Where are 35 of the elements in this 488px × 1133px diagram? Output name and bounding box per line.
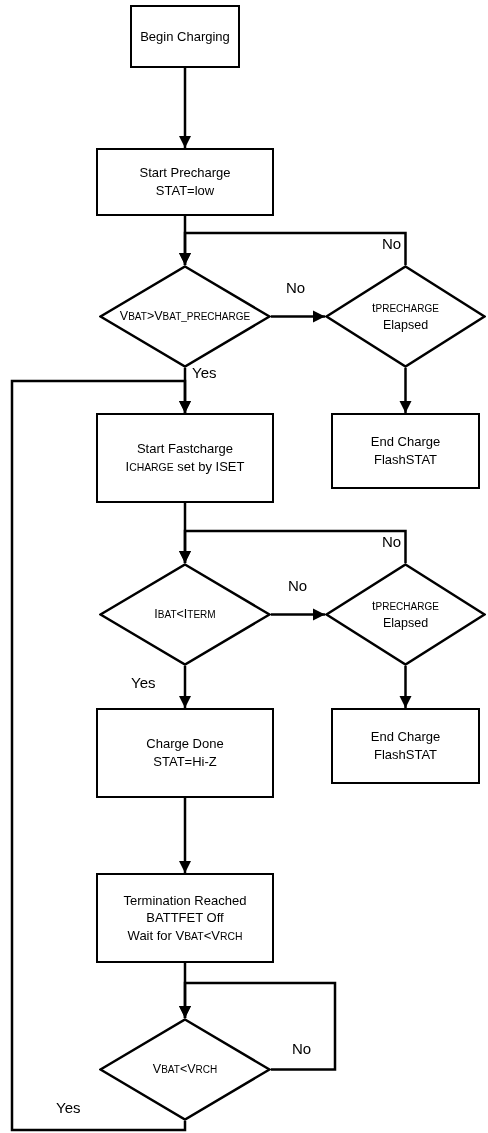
node-text: FlashSTAT [373,746,438,764]
process-box [96,413,274,503]
node-text: FlashSTAT [373,451,438,469]
process-box [331,413,480,489]
decision-diamond [325,265,486,368]
process-box [96,873,274,963]
decision-diamond [99,265,271,368]
arrow [271,608,325,621]
node-text: End Charge [370,728,441,746]
arrow [178,231,407,265]
arrow [10,379,192,1132]
arrow [178,68,192,148]
process-box [130,5,240,68]
arrow [178,981,337,1071]
arrow [178,666,192,708]
decision-diamond [99,563,271,666]
decision-diamond [325,563,486,666]
arrow [178,798,192,873]
arrow [271,310,325,323]
arrow [178,529,407,563]
arrow [399,666,412,708]
node-text: STAT=Hi-Z [153,753,217,771]
decision-diamond [99,1018,271,1121]
process-box [331,708,480,784]
process-box [96,148,274,216]
process-box [96,708,274,798]
node-text: Begin Charging [140,27,230,46]
node-text: BATTFET Off [146,909,224,927]
node-text: Termination Reached [123,891,247,910]
node-text: STAT=low [155,182,215,200]
node-text: Start Fastcharge [136,440,234,458]
node-text: End Charge [370,433,441,451]
arrow [399,368,412,413]
node-text: Start Precharge [139,164,231,182]
node-text: Charge Done [146,735,224,753]
